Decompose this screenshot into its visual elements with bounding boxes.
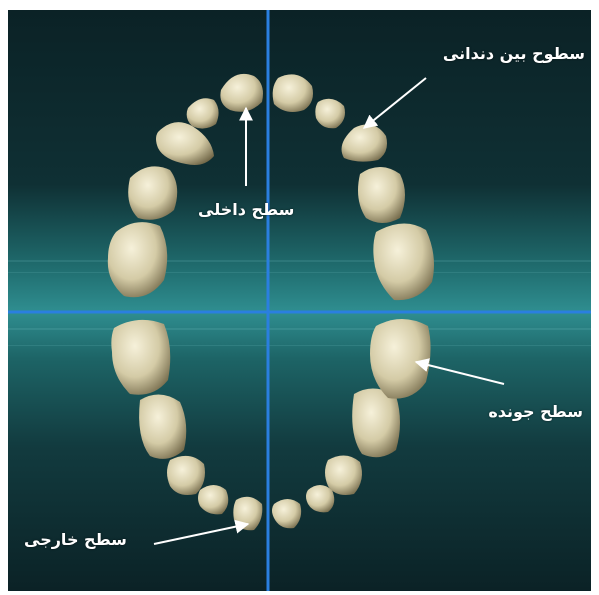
upper-right-molar-2 [108, 222, 167, 297]
lower-right-premolar [167, 456, 205, 495]
buccal-label: سطح خارجی [24, 530, 127, 549]
lingual-label: سطح داخلی [198, 200, 294, 219]
upper-right-molar-1 [128, 166, 177, 219]
interproximal-label: سطوح بین دندانی [443, 44, 585, 63]
lower-left-premolar [325, 455, 362, 495]
upper-left-molar-1 [358, 167, 405, 223]
dental-arch-diagram: سطوح بین دندانی سطح داخلی سطح جونده سطح … [8, 10, 591, 591]
occlusal-label: سطح جونده [488, 402, 583, 421]
lower-left-molar-2 [370, 319, 431, 399]
lower-right-molar-1 [139, 394, 186, 458]
diagram-canvas [8, 10, 591, 591]
lower-left-molar-1 [352, 388, 400, 457]
